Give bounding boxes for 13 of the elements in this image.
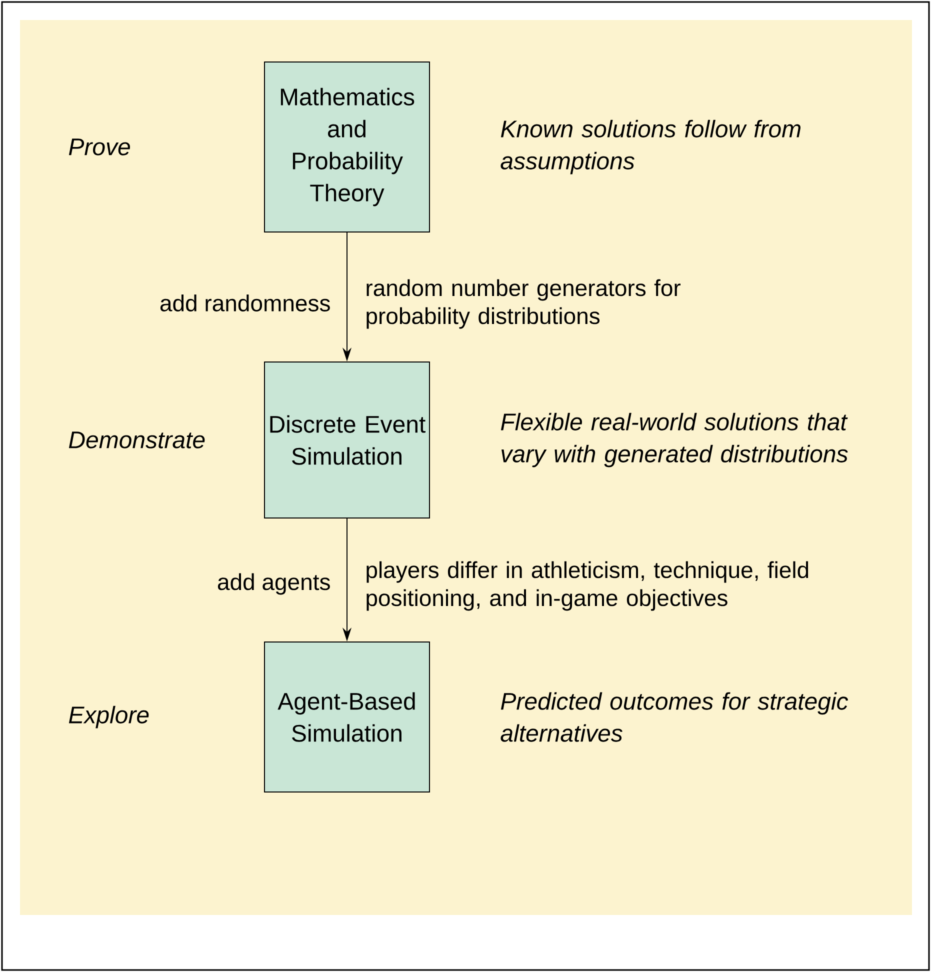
process-box: Discrete Event Simulation (264, 362, 430, 518)
process-box: Agent-Based Simulation (264, 642, 430, 792)
stage-label: Demonstrate (68, 432, 205, 448)
stage-label: Prove (68, 138, 130, 156)
outcome-note: Known solutions follow from assumptions (500, 120, 800, 174)
stage-label: Explore (68, 706, 149, 728)
outcome-note: Predicted outcomes for strategic alternatives (500, 692, 848, 742)
process-box: Mathematics and Probability Theory (264, 62, 430, 232)
annotation: players differ in athleticism, technique, field positioning, and in-game objectives (366, 561, 808, 611)
outcome-note: Flexible real-world solutions that vary with generated distributions (500, 412, 848, 468)
edge-label: add randomness (160, 294, 330, 312)
edge-label: add agents (218, 573, 330, 595)
annotation: random number generators for probability distributions (366, 279, 680, 329)
